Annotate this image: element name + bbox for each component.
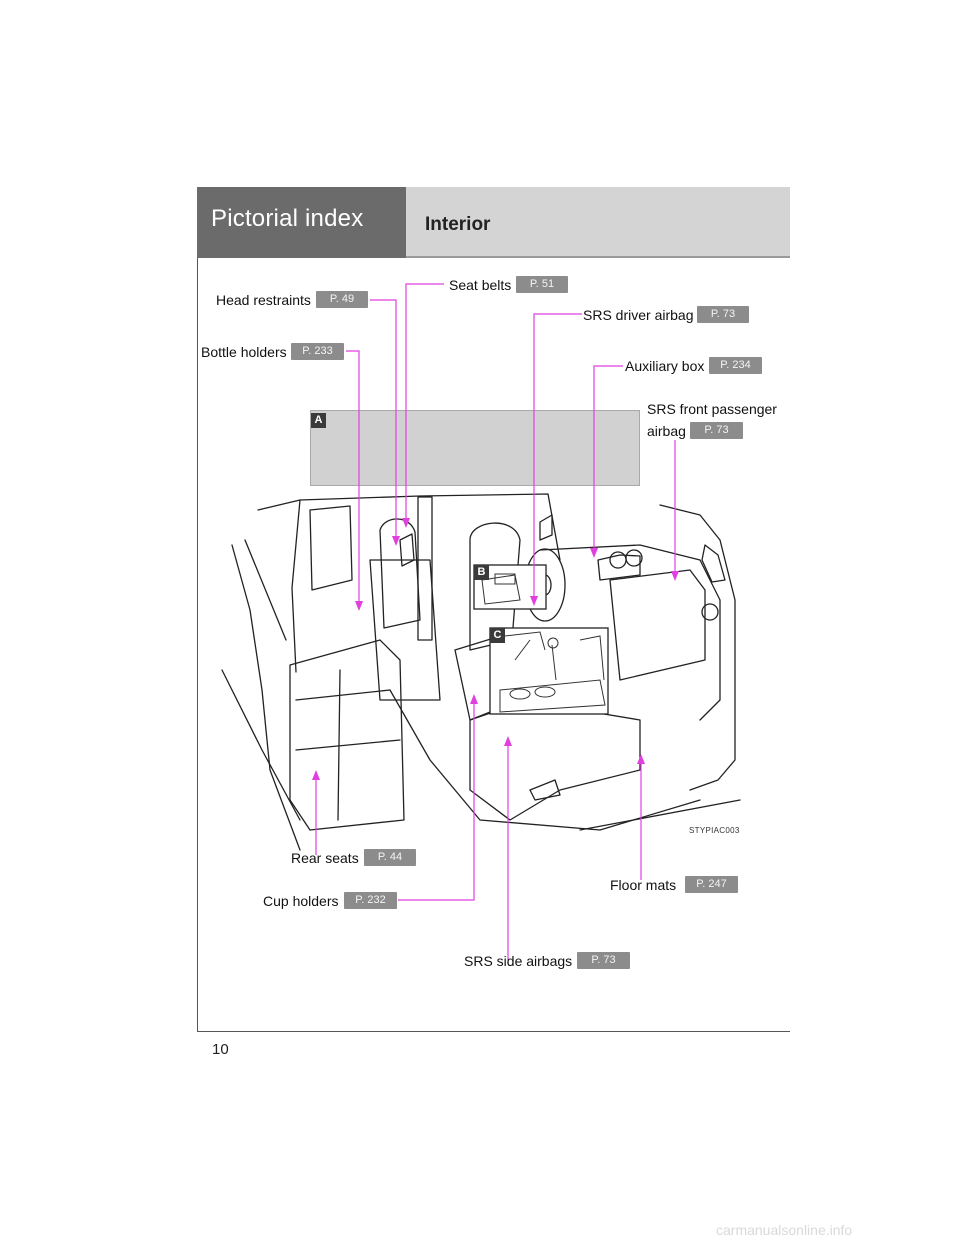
page-frame [197, 187, 790, 1032]
page-ref-srs-side-airbags[interactable]: P. 73 [577, 952, 630, 969]
page-ref-rear-seats[interactable]: P. 44 [364, 849, 416, 866]
page-ref-seat-belts[interactable]: P. 51 [516, 276, 568, 293]
label-cup-holders: Cup holders [263, 893, 339, 909]
label-floor-mats: Floor mats [610, 877, 677, 893]
page-ref-floor-mats[interactable]: P. 247 [685, 876, 738, 893]
label-srs-front-passenger: SRS front passenger [647, 401, 777, 417]
page-ref-bottle-holders[interactable]: P. 233 [291, 343, 344, 360]
page-ref-cup-holders[interactable]: P. 232 [344, 892, 397, 909]
page-ref-head-restraints[interactable]: P. 49 [316, 291, 368, 308]
label-auxiliary-box: Auxiliary box [625, 358, 705, 374]
badge-a: A [311, 413, 326, 428]
badge-c: C [490, 628, 505, 643]
page-header: Interior [406, 187, 790, 258]
section-tab: Pictorial index [197, 187, 406, 258]
section-title: Pictorial index [211, 205, 364, 232]
label-head-restraints: Head restraints [216, 292, 311, 308]
page-ref-srs-front-passenger-airbag[interactable]: P. 73 [690, 422, 743, 439]
page-ref-srs-driver-airbag[interactable]: P. 73 [697, 306, 749, 323]
watermark: carmanualsonline.info [716, 1222, 853, 1238]
label-srs-front-passenger-line2: airbag [647, 423, 686, 439]
page-title: Interior [425, 214, 491, 235]
diagram-inset-placeholder [310, 410, 640, 486]
label-seat-belts: Seat belts [449, 277, 512, 293]
badge-b: B [474, 565, 489, 580]
page-ref-auxiliary-box[interactable]: P. 234 [709, 357, 762, 374]
label-rear-seats: Rear seats [291, 850, 359, 866]
page-number: 10 [212, 1041, 229, 1058]
label-srs-side-airbags: SRS side airbags [464, 953, 573, 969]
label-srs-driver-airbag: SRS driver airbag [583, 307, 694, 323]
figure-code: STYPIAC003 [689, 826, 740, 835]
label-bottle-holders: Bottle holders [201, 344, 287, 360]
